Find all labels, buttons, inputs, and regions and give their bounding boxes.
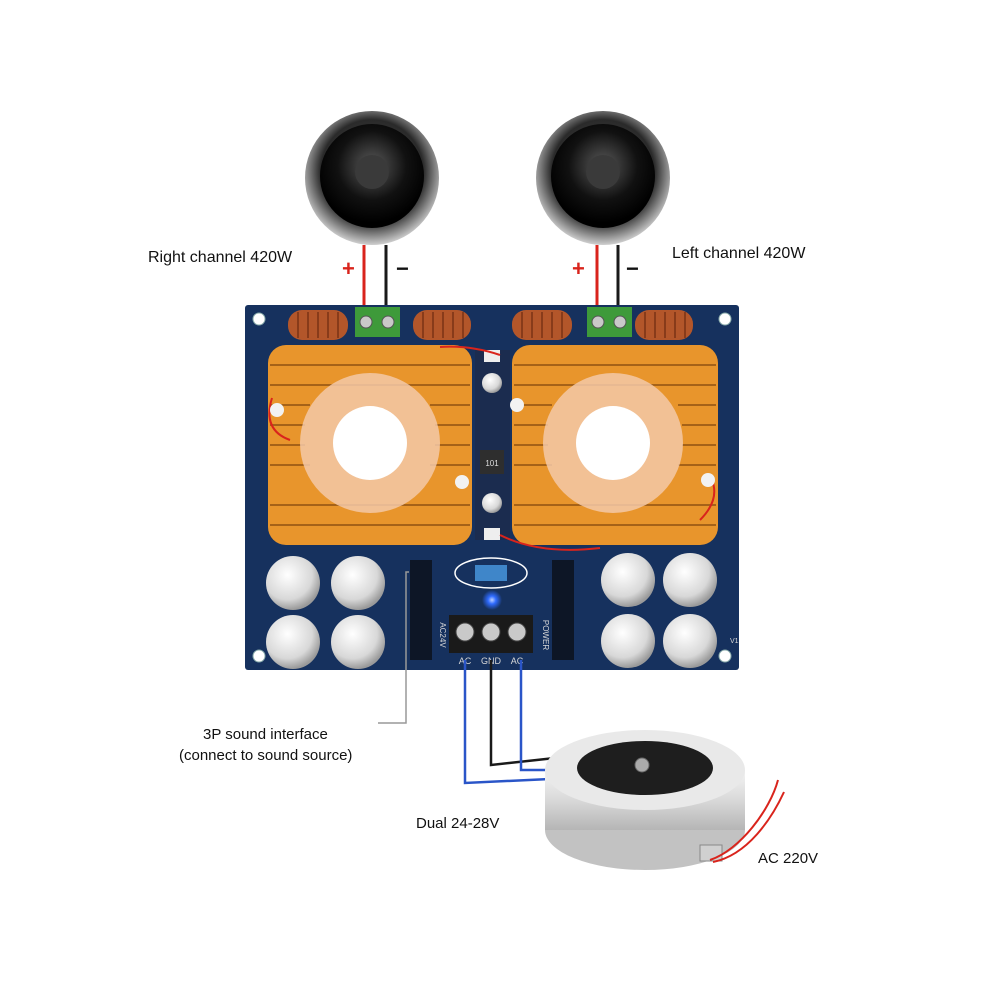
mains-wire <box>709 779 779 861</box>
plus-sign-left: + <box>572 256 585 281</box>
capacitor-icon <box>601 553 655 607</box>
center-regulator: 101 <box>475 350 510 540</box>
wire-blue-ac <box>463 660 551 785</box>
mount-hole <box>718 312 732 326</box>
inductor-coil <box>413 310 471 340</box>
capacitor-icon <box>331 556 385 610</box>
capacitor-icon <box>266 556 320 610</box>
dual-voltage-label: Dual 24-28V <box>416 815 500 832</box>
speaker-right-channel <box>305 111 439 245</box>
capacitor-icon <box>663 614 717 668</box>
left-channel-label: Left channel 420W <box>672 245 806 262</box>
speaker-left-channel <box>536 111 670 245</box>
wire-black-gnd <box>489 660 556 767</box>
right-channel-label: Right channel 420W <box>148 249 293 266</box>
sound-input-highlight <box>454 557 528 589</box>
mains-wire <box>712 791 785 863</box>
power-led <box>482 590 502 610</box>
speaker-dust-cap <box>355 155 389 189</box>
terminal-label-ac: AC <box>511 656 524 666</box>
capacitor-icon <box>482 493 502 513</box>
filter-capacitors <box>266 553 717 669</box>
ac-mains-label: AC 220V <box>758 850 819 867</box>
board-version: V1 <box>730 638 739 645</box>
sound-interface-leader <box>378 571 409 724</box>
capacitor-icon <box>266 615 320 669</box>
minus-sign-right: − <box>396 256 409 281</box>
inductor-101 <box>480 450 504 474</box>
sound-interface-label: 3P sound interface <box>203 726 328 743</box>
sound-input-connector <box>475 565 507 581</box>
amplifier-board: 101 <box>245 305 739 670</box>
speaker-terminal-right <box>355 307 400 337</box>
toroidal-transformer <box>545 730 785 870</box>
fan-hub <box>333 406 407 480</box>
capacitor-icon <box>331 615 385 669</box>
capacitor-icon <box>482 373 502 393</box>
power-terminal-block: AC GND AC POWER AC24V <box>438 615 550 666</box>
inductor-coil <box>635 310 693 340</box>
fan-hub <box>576 406 650 480</box>
voltage-silk-label: AC24V <box>438 622 447 648</box>
inductors <box>288 310 693 340</box>
heatsink-right-channel <box>268 345 472 545</box>
speaker-dust-cap <box>586 155 620 189</box>
mount-hole <box>252 312 266 326</box>
sound-interface-sublabel: (connect to sound source) <box>179 747 353 764</box>
capacitor-icon <box>663 553 717 607</box>
speaker-terminal-left <box>587 307 632 337</box>
inductor-code: 101 <box>485 459 499 468</box>
minus-sign-left: − <box>626 256 639 281</box>
wire-blue-ac <box>519 660 552 772</box>
power-silk-label: POWER <box>541 620 550 650</box>
heatsink-left-channel <box>512 345 718 545</box>
power-wires <box>463 660 556 785</box>
capacitor-icon <box>601 614 655 668</box>
mount-hole <box>718 649 732 663</box>
plus-sign-right: + <box>342 256 355 281</box>
mount-hole <box>252 649 266 663</box>
fan-connector <box>484 528 500 540</box>
